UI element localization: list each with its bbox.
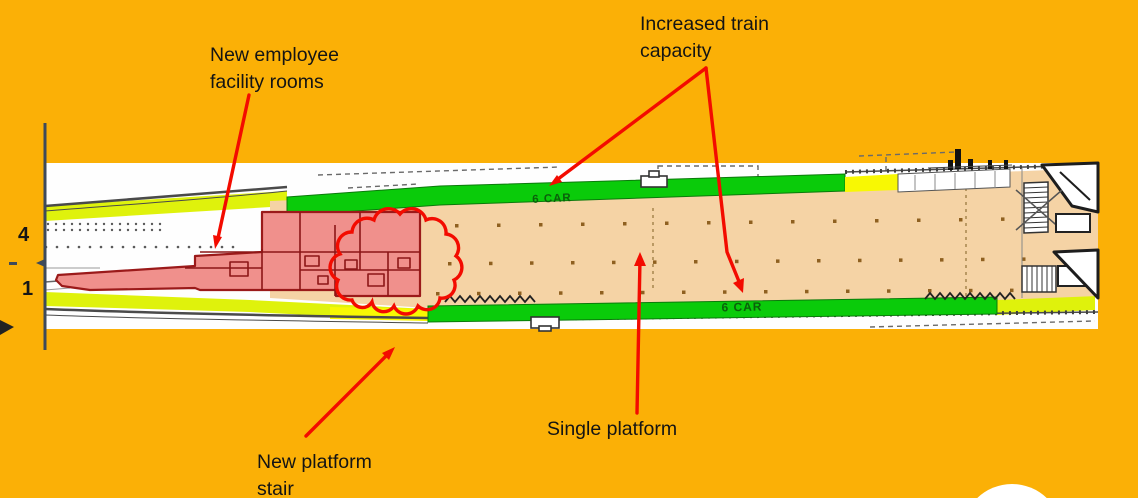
edge-artifact-wedge xyxy=(0,320,14,335)
car-marker-bottom: 6 CAR xyxy=(721,299,762,314)
callout-platform-stair-line1: New platform xyxy=(257,451,372,473)
capacity-arrow-line-top xyxy=(556,66,708,181)
platform-edge-sawtooth xyxy=(444,291,1016,304)
annotation-arrowheads xyxy=(213,175,744,360)
car-marker-top: 6 CAR xyxy=(532,192,572,206)
callout-platform-stair: New platform stair xyxy=(257,449,372,498)
capacity-arrowhead-top xyxy=(549,175,562,186)
stair-treads-upper xyxy=(1023,186,1049,229)
six-car-zone-bottom: 6 CAR xyxy=(427,296,998,323)
hatched-berth-segment xyxy=(897,168,1011,193)
employee-facility-area xyxy=(54,210,422,298)
berth-hatch-ticks xyxy=(914,171,996,190)
employee-rooms-arrow-line xyxy=(216,93,251,240)
expansion-joint-lines xyxy=(652,188,967,300)
right-end-structures xyxy=(927,149,1100,300)
facility-room-partitions xyxy=(185,212,420,296)
single-platform-arrowhead xyxy=(634,252,646,266)
left-arrow-glyph xyxy=(36,259,45,267)
callout-employee-facility-line2: facility rooms xyxy=(210,71,324,93)
canopy-structures xyxy=(530,170,668,332)
callout-train-capacity-line2: capacity xyxy=(640,40,712,62)
stair-treads-lower xyxy=(1026,266,1053,292)
platform-stair-revision-cloud xyxy=(328,207,464,316)
single-platform-arrow-line xyxy=(635,257,642,415)
callout-employee-facility-line1: New employee xyxy=(210,44,339,66)
callout-employee-facility: New employee facility rooms xyxy=(210,42,339,96)
capacity-arrow-line-bottom xyxy=(704,66,742,286)
track-equipment-marks xyxy=(948,149,1008,170)
platform-stair-arrow-line xyxy=(304,352,390,438)
survey-dot-rows xyxy=(44,222,235,249)
yellow-berth-segment xyxy=(845,174,898,192)
callout-single-platform-text: Single platform xyxy=(547,418,678,440)
callout-single-platform: Single platform xyxy=(547,416,677,443)
tick-dash xyxy=(9,262,17,265)
capacity-arrowhead-bottom xyxy=(733,278,744,293)
employee-rooms-arrowhead xyxy=(213,235,222,249)
callout-platform-stair-line2: stair xyxy=(257,478,294,498)
platform-stair-arrowhead xyxy=(382,347,395,360)
annotation-arrows xyxy=(216,66,742,438)
track-number-4: 4 xyxy=(18,224,30,246)
left-axis xyxy=(0,123,47,350)
callout-train-capacity: Increased train capacity xyxy=(640,11,769,65)
track-number-1: 1 xyxy=(22,278,34,300)
page-number-bubble xyxy=(977,484,1047,498)
callout-train-capacity-line1: Increased train xyxy=(640,13,769,35)
